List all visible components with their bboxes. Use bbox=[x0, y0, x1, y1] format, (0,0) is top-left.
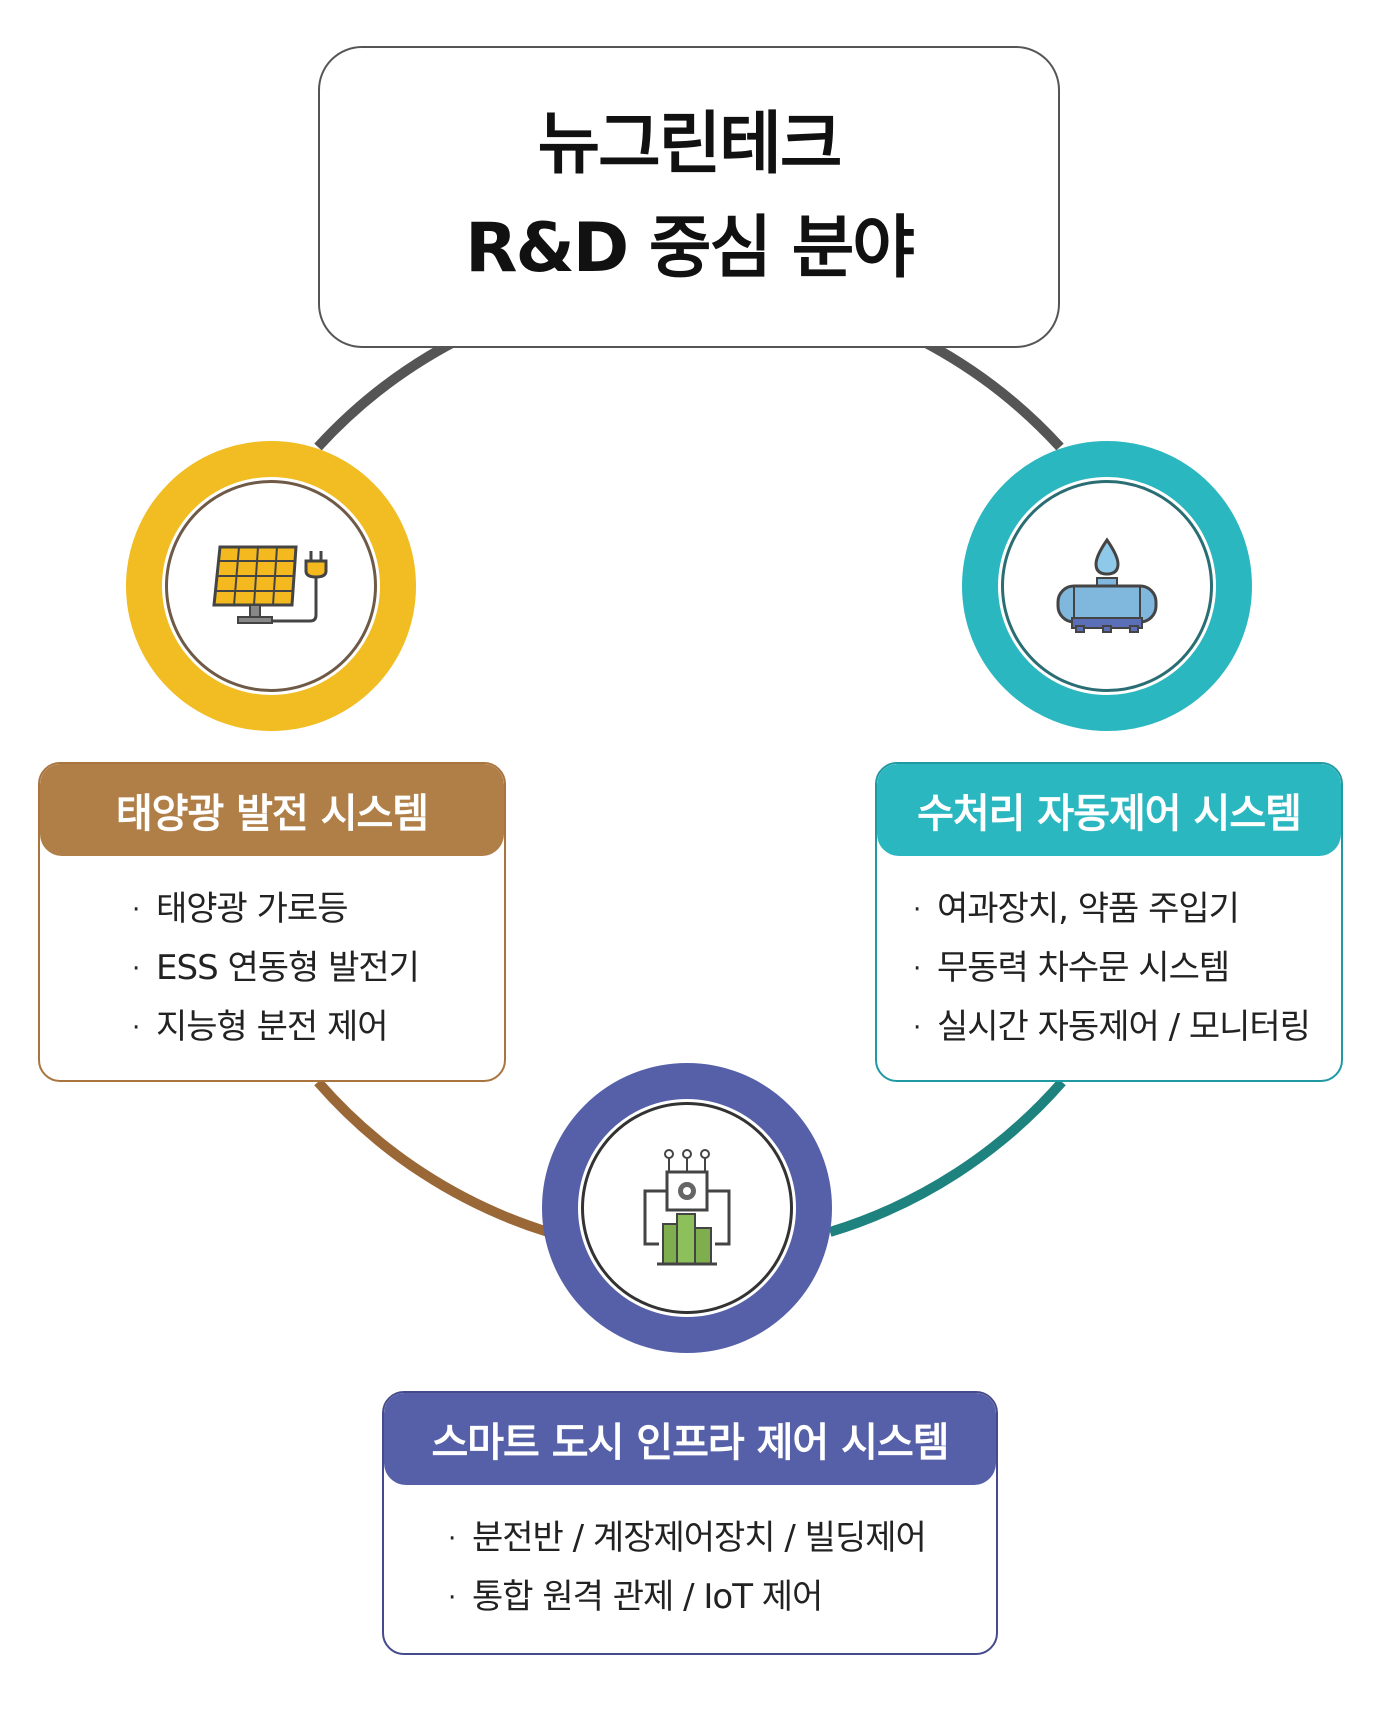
water-card: 수처리 자동제어 시스템 ·여과장치, 약품 주입기 ·무동력 차수문 시스템 … bbox=[875, 762, 1343, 1082]
solar-panel-plug-icon bbox=[212, 545, 328, 624]
water-card-list: ·여과장치, 약품 주입기 ·무동력 차수문 시스템 ·실시간 자동제어 / 모… bbox=[877, 856, 1341, 1057]
water-circle-inner bbox=[1001, 480, 1213, 692]
water-tank-drop-icon bbox=[1056, 537, 1158, 633]
city-circle-inner bbox=[581, 1102, 793, 1314]
solar-card-title: 태양광 발전 시스템 bbox=[40, 764, 504, 856]
city-card-list: ·분전반 / 계장제어장치 / 빌딩제어 ·통합 원격 관제 / IoT 제어 bbox=[384, 1485, 996, 1627]
connector-arc-right bbox=[828, 1078, 1066, 1237]
city-circle bbox=[542, 1063, 832, 1353]
city-card: 스마트 도시 인프라 제어 시스템 ·분전반 / 계장제어장치 / 빌딩제어 ·… bbox=[382, 1391, 998, 1655]
connector-arc-left bbox=[314, 1078, 550, 1237]
solar-circle-inner bbox=[165, 480, 377, 692]
solar-circle bbox=[126, 441, 416, 731]
water-card-title: 수처리 자동제어 시스템 bbox=[877, 764, 1341, 856]
title-box: 뉴그린테크 R&D 중심 분야 bbox=[318, 46, 1060, 348]
list-item: ·무동력 차수문 시스템 bbox=[913, 948, 1230, 988]
city-card-title: 스마트 도시 인프라 제어 시스템 bbox=[384, 1393, 996, 1485]
solar-card-list: ·태양광 가로등 ·ESS 연동형 발전기 ·지능형 분전 제어 bbox=[40, 856, 504, 1057]
list-item: ·지능형 분전 제어 bbox=[132, 1007, 389, 1047]
list-item: ·통합 원격 관제 / IoT 제어 bbox=[448, 1577, 823, 1617]
list-item: ·ESS 연동형 발전기 bbox=[132, 948, 420, 988]
water-circle bbox=[962, 441, 1252, 731]
solar-card: 태양광 발전 시스템 ·태양광 가로등 ·ESS 연동형 발전기 ·지능형 분전… bbox=[38, 762, 506, 1082]
list-item: ·태양광 가로등 bbox=[132, 889, 348, 929]
list-item: ·분전반 / 계장제어장치 / 빌딩제어 bbox=[448, 1518, 927, 1558]
smart-city-chip-icon bbox=[643, 1149, 731, 1266]
list-item: ·여과장치, 약품 주입기 bbox=[913, 889, 1240, 929]
title-line-2: R&D 중심 분야 bbox=[465, 209, 915, 288]
list-item: ·실시간 자동제어 / 모니터링 bbox=[913, 1007, 1311, 1047]
title-line-1: 뉴그린테크 bbox=[537, 105, 843, 184]
